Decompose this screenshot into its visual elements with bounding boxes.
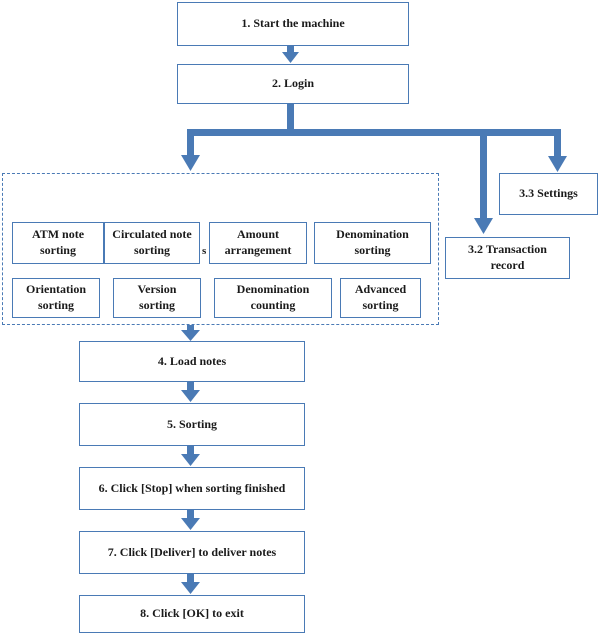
step-sorting-label: 5. Sorting [166,416,217,431]
step-click-ok-exit: 8. Click [OK] to exit [79,595,305,633]
step-start-machine-label: 1. Start the machine [241,16,345,31]
mode-orientation-sorting: Orientation sorting [12,278,100,318]
mode-version-sorting: Version sorting [113,278,201,318]
mode-denomination-counting: Denomination counting [214,278,332,318]
sorting-modes-group [2,173,439,325]
arrow-load-to-sorting [181,382,200,402]
step-settings: 3.3 Settings [499,173,598,215]
mode-advanced-sorting: Advanced sorting [340,278,421,318]
step-click-stop: 6. Click [Stop] when sorting finished [79,467,305,510]
mode-denomination-counting-label: Denomination counting [236,282,310,312]
mode-amount-arrangement: Amount arrangement [209,222,307,264]
step-click-stop-label: 6. Click [Stop] when sorting finished [98,480,286,495]
step-transaction-record: 3.2 Transaction record [445,237,570,279]
step-click-deliver-label: 7. Click [Deliver] to deliver notes [107,544,277,559]
mode-orientation-sorting-label: Orientation sorting [26,282,86,312]
step-load-notes: 4. Load notes [79,341,305,382]
mode-amount-arrangement-label: Amount arrangement [224,227,292,257]
arrow-modes-to-load [181,325,200,341]
arrow-start-to-login [282,46,299,63]
mode-circulated-note-sorting: Circulated note sorting [104,222,200,264]
step-click-deliver: 7. Click [Deliver] to deliver notes [79,531,305,574]
step-sorting: 5. Sorting [79,403,305,446]
step-load-notes-label: 4. Load notes [157,353,227,368]
step-login: 2. Login [177,64,409,104]
mode-denomination-sorting-label: Denomination sorting [336,227,409,257]
arrow-sorting-to-stop [181,446,200,466]
step-start-machine: 1. Start the machine [177,2,409,46]
mode-denomination-sorting: Denomination sorting [314,222,431,264]
mode-advanced-sorting-label: Advanced sorting [354,282,407,312]
mode-circulated-note-sorting-label: Circulated note sorting [112,227,192,257]
step-click-ok-exit-label: 8. Click [OK] to exit [140,606,244,621]
stray-character: s [202,245,207,257]
step-transaction-record-label: 3.2 Transaction record [468,242,547,272]
mode-atm-note-sorting-label: ATM note sorting [31,227,85,257]
step-login-label: 2. Login [271,76,314,91]
arrow-stop-to-deliver [181,510,200,530]
mode-version-sorting-label: Version sorting [137,282,177,312]
branch-connector [181,104,567,234]
arrow-deliver-to-exit [181,574,200,594]
step-settings-label: 3.3 Settings [519,186,578,201]
mode-atm-note-sorting: ATM note sorting [12,222,104,264]
